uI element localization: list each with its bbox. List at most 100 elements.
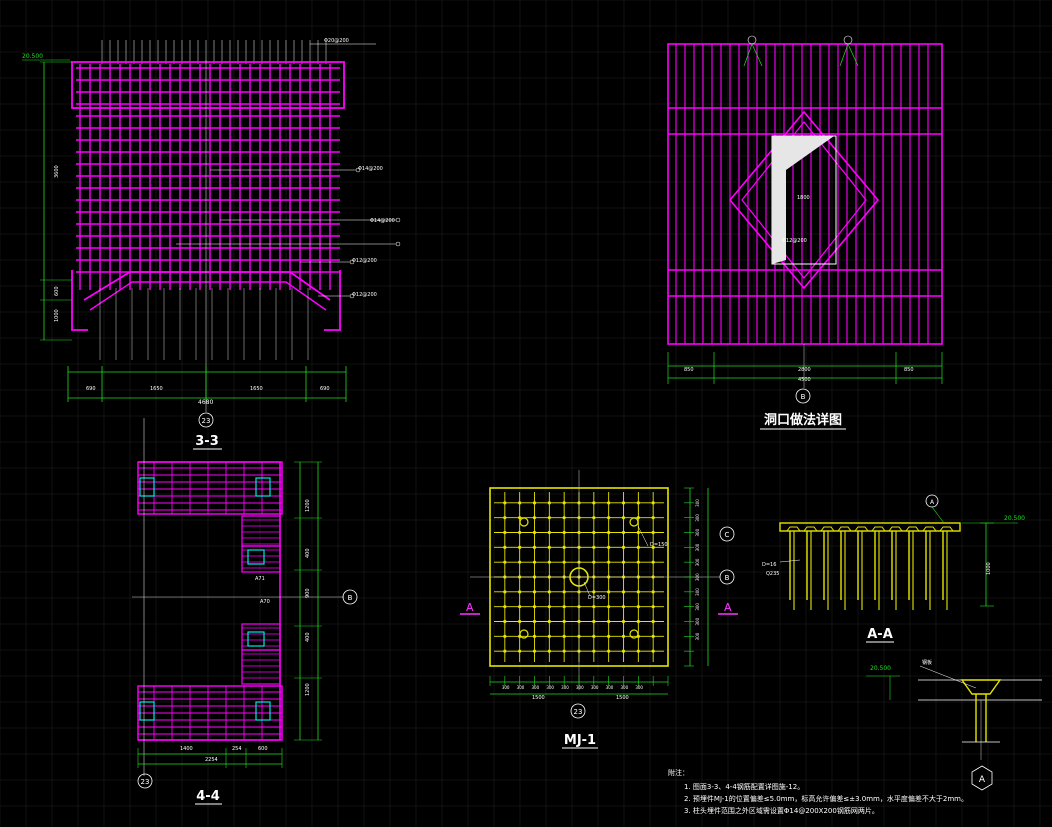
column-steel: [247, 549, 265, 565]
section-4-4-label-1: A71: [255, 576, 265, 582]
stud-dot: [636, 545, 640, 549]
mj1-dim-right: 300: [695, 514, 700, 522]
bolt-hole: [629, 629, 639, 639]
section-3-3-rebar: [71, 40, 401, 412]
section-a-a-mark-bubble: [925, 494, 939, 508]
section-4-4-dim-right-4: 400: [305, 632, 311, 642]
mj1-axis-c-label: C: [725, 531, 730, 539]
hole-detail-dim-3: 850: [904, 367, 914, 373]
stud-dot: [607, 590, 611, 594]
plate-section: [779, 522, 961, 532]
anchor-head: [888, 526, 903, 532]
mj1-axis-bubble: [570, 703, 586, 719]
section-3-3-callout-4: Φ12@200: [352, 258, 377, 264]
stud-dot: [607, 501, 611, 505]
hole-detail-rebar: [667, 35, 943, 388]
left-leg: [71, 270, 88, 331]
stud-dot: [518, 649, 522, 653]
stud-dot: [607, 560, 611, 564]
stud-dot: [547, 649, 551, 653]
stud-dot: [607, 619, 611, 624]
stud-dot: [607, 516, 611, 520]
section-3-3-callout-5: Φ12@200: [352, 292, 377, 298]
section-3-3[interactable]: 20.500 4680 690 1650 1650 690 3600 600 1…: [22, 38, 401, 450]
section-4-4-dim-right-3: 900: [305, 588, 311, 598]
mj1-dim-right: 300: [695, 558, 700, 566]
stud-dot: [651, 649, 655, 653]
section-3-3-callout-1: Φ20@200: [324, 38, 349, 44]
section-4-4-dim-2: 254: [232, 746, 242, 752]
mj1-dim-right: 300: [695, 499, 700, 507]
detail-a-label: 钢板: [922, 659, 932, 666]
stud-dot: [503, 649, 507, 653]
stud-dot: [592, 619, 596, 624]
notes-block: 附注： 1. 图面3-3、4-4钢筋配置详图施-12。 2. 预埋件MJ-1的位…: [668, 768, 968, 815]
leader-bubble: [349, 293, 355, 299]
leader-bubble: [395, 241, 401, 247]
section-4-4[interactable]: A71 A70 1400 254 600 2254 1200 400 900 4…: [132, 418, 358, 805]
mj1-dim-right: 300: [695, 528, 700, 536]
section-a-a[interactable]: A 20.500 1000 D=16 Q235 A-A: [762, 494, 1025, 643]
mj1-dim-bottom: 300: [591, 685, 599, 690]
anchor-head: [820, 526, 835, 532]
stud-dot: [547, 560, 551, 564]
stud-dot: [532, 516, 537, 520]
stud-dot: [532, 619, 537, 624]
stud-dot: [607, 605, 611, 609]
stud-dot: [562, 516, 566, 520]
top-frame: [71, 61, 345, 109]
label-leader: [919, 665, 977, 689]
hole-detail-dim-total: 4500: [798, 377, 811, 383]
stud-dot: [592, 545, 596, 549]
section-3-3-elevation: 20.500: [22, 53, 43, 60]
section-3-3-callout-3: Φ14@200: [370, 218, 395, 224]
stud-dot: [562, 634, 566, 638]
stud-dot: [503, 619, 507, 624]
section-3-3-dim-total: 4680: [198, 399, 213, 406]
stud-dot: [592, 501, 596, 505]
stud-dot: [636, 560, 640, 564]
mj1-dim-total-left: 1500: [532, 695, 545, 701]
band: [137, 461, 283, 515]
stud-dot: [532, 590, 537, 594]
section-4-4-dim-total: 2254: [205, 757, 218, 763]
notes-line-3: 3. 柱头埋件范围之外区域需设置Φ14@200X200钢筋网两片。: [684, 806, 879, 815]
mj1-axis-label: 23: [574, 708, 583, 716]
stud-dot: [547, 634, 551, 638]
stud-dot: [562, 530, 566, 535]
notes-heading: 附注：: [668, 768, 689, 777]
mj1-dim-bottom: 300: [561, 685, 569, 690]
stud-dot: [518, 545, 522, 549]
stud-dot: [592, 649, 596, 653]
anchor-head: [922, 526, 937, 532]
hole-detail[interactable]: 1800 Φ12@200 850 2800 850 4500 B 洞口做法详图: [667, 35, 943, 430]
stud-dot: [592, 516, 596, 520]
stud-dot: [621, 649, 626, 653]
mj1-dim-bottom: 300: [635, 685, 643, 690]
stud-dot: [651, 634, 655, 638]
stud-dot: [562, 605, 566, 609]
hole-detail-dim-2: 2800: [798, 367, 811, 373]
stud-dot: [562, 545, 566, 549]
detail-a[interactable]: 20.500 钢板 A: [866, 659, 1042, 791]
section-a-a-sub-label: Q235: [766, 571, 779, 577]
mj1-dim-right: 300: [695, 573, 700, 581]
section-4-4-axis-bubble-right: [342, 589, 358, 605]
stud-dot: [518, 605, 522, 609]
section-a-a-elevation: 20.500: [1004, 515, 1025, 522]
column-steel: [247, 631, 265, 647]
stud-dot: [503, 530, 507, 535]
mj1-dim-bottom: 300: [621, 685, 629, 690]
stud-dot: [651, 545, 655, 549]
section-a-a-label: D=16: [762, 562, 776, 568]
stud-dot: [518, 619, 522, 624]
stud-dot: [562, 501, 566, 505]
stud-dot: [592, 590, 596, 594]
stud-dot: [651, 619, 655, 624]
anchor-head: [837, 526, 852, 532]
section-a-a-mark: A: [930, 499, 935, 506]
